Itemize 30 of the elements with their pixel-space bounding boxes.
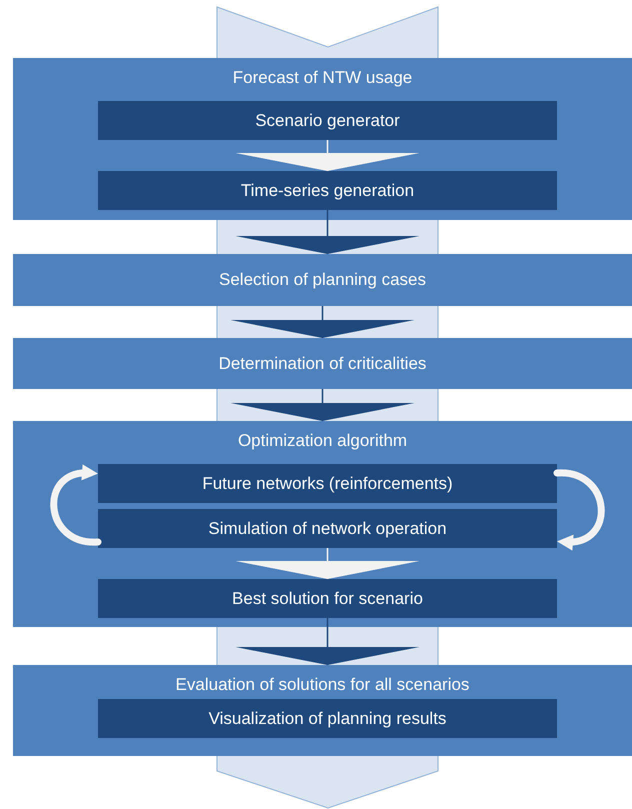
process-box: [98, 171, 557, 210]
band-heading: Selection of planning cases: [219, 269, 426, 291]
chevron-arrow: [236, 140, 420, 171]
process-box: [98, 579, 557, 618]
process-band: [13, 665, 632, 756]
process-box: [98, 464, 557, 503]
process-band: [13, 421, 632, 627]
chevron-arrow: [236, 210, 420, 254]
process-box: [98, 509, 557, 548]
chevron-arrow: [236, 548, 420, 579]
band-heading: Determination of criticalities: [218, 352, 426, 374]
band-heading: Optimization algorithm: [238, 430, 408, 452]
process-band: [13, 58, 632, 220]
band-heading: Forecast of NTW usage: [232, 67, 412, 89]
box-label: Visualization of planning results: [208, 708, 446, 730]
box-label: Best solution for scenario: [232, 588, 423, 610]
box-label: Future networks (reinforcements): [202, 472, 453, 494]
process-band: [13, 338, 632, 389]
box-label: Simulation of network operation: [208, 518, 447, 540]
box-label: Scenario generator: [255, 110, 400, 132]
chevron-arrow: [230, 389, 414, 421]
chevron-arrow: [236, 618, 420, 665]
curved-arrow: [554, 470, 605, 550]
band-heading: Evaluation of solutions for all scenarios: [176, 674, 470, 696]
chevron-arrow: [230, 306, 414, 338]
process-box: [98, 101, 557, 140]
curved-arrow: [50, 465, 102, 546]
process-band: [13, 254, 632, 306]
box-label: Time-series generation: [240, 180, 414, 202]
process-box: [98, 699, 557, 738]
